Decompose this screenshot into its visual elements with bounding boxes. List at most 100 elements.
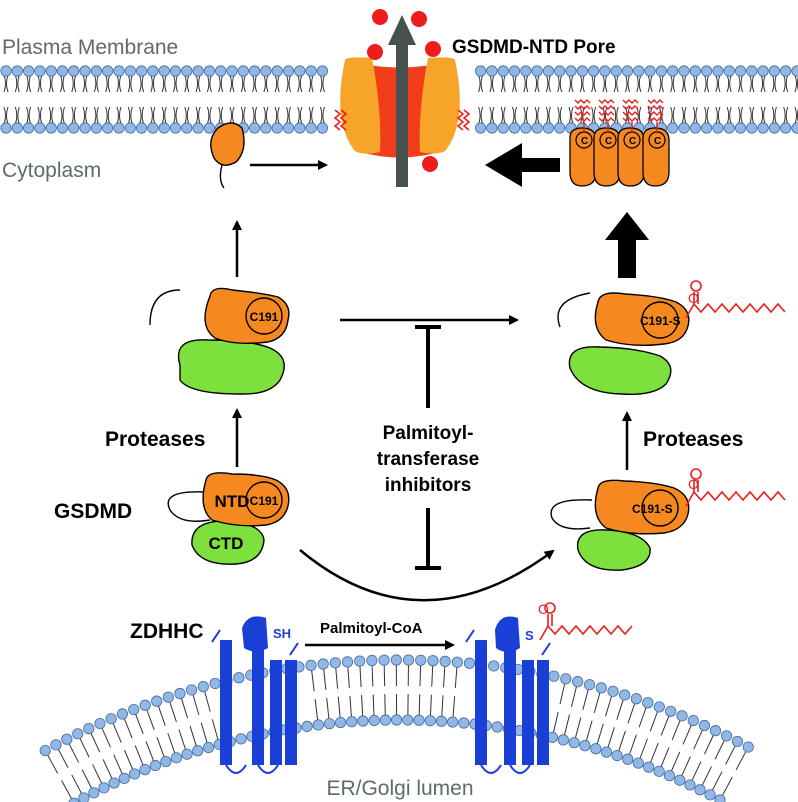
lipid-head	[463, 657, 476, 669]
lipid-head	[579, 740, 591, 752]
lipid-head	[667, 122, 679, 134]
lipid-head	[11, 65, 23, 77]
lipid-head	[23, 122, 35, 134]
lipid-head	[124, 122, 136, 134]
cleaved-palmitoylated-gsdmd-right: C191-S	[557, 292, 690, 395]
lipid-head	[136, 65, 148, 77]
lipid-head	[108, 777, 120, 789]
lipid-head	[712, 65, 724, 77]
lipid-head	[497, 65, 509, 77]
lipid-head	[557, 734, 569, 746]
lipid-head	[590, 743, 602, 755]
lipid-head	[305, 122, 317, 134]
lipid-head	[568, 737, 580, 749]
lipid-head	[271, 122, 283, 134]
lipid-head	[548, 670, 560, 682]
lipid-head	[151, 695, 163, 707]
lipid-head	[305, 659, 317, 671]
lipid-head	[684, 779, 696, 791]
lipid-head	[294, 65, 306, 77]
ntd-domain	[204, 287, 290, 345]
lipid-head	[79, 65, 91, 77]
lipid-head	[203, 122, 215, 134]
lipid-head	[734, 65, 747, 77]
gsdmd-label: GSDMD	[54, 500, 132, 523]
lipid-head	[317, 658, 329, 670]
lipid-head	[667, 65, 679, 77]
lipid-head	[235, 733, 247, 745]
lipid-head	[704, 789, 716, 801]
lipid-head	[45, 65, 57, 77]
lipid-head	[78, 792, 90, 802]
lipid-head	[390, 714, 403, 726]
lipid-head	[531, 65, 543, 77]
lipid-head	[90, 65, 103, 77]
lipid-head	[378, 654, 390, 666]
ion-dot	[367, 44, 383, 60]
lipid-head	[305, 65, 317, 77]
ion-dot	[372, 9, 388, 25]
lipid-head	[170, 752, 183, 764]
lipid-head	[611, 749, 623, 762]
lipid-head	[491, 721, 503, 733]
carbonyl-o-label: O	[538, 601, 549, 617]
lipid-head	[413, 714, 425, 726]
lipid-head	[731, 735, 744, 748]
lipid-head	[185, 684, 198, 696]
lipid-head	[124, 65, 136, 77]
lipid-head	[249, 65, 261, 77]
lipid-head	[791, 122, 798, 134]
cysteine-label: C	[605, 136, 612, 147]
lipid-head	[415, 654, 427, 666]
lipid-head	[61, 733, 73, 745]
lipid-head	[607, 685, 619, 697]
lipid-head	[458, 717, 470, 729]
sh-label: SH	[273, 626, 291, 641]
lipid-head	[192, 745, 204, 757]
lipid-head	[700, 122, 713, 134]
lipid-head	[368, 714, 380, 727]
lipid-head	[424, 715, 436, 727]
lipid-head	[181, 65, 193, 77]
lipid-head	[260, 65, 272, 77]
lipid-head	[329, 657, 341, 669]
lipid-head	[147, 122, 159, 134]
lipid-head	[768, 65, 781, 77]
lipid-head	[162, 691, 174, 703]
palmitoyl-coa-label: Palmitoyl-CoA	[320, 620, 423, 637]
lipid-head	[676, 710, 688, 722]
lipid-head	[147, 65, 159, 77]
lipid-head	[587, 65, 600, 77]
lipid-head	[202, 741, 215, 754]
lipid-head	[102, 65, 114, 77]
lipid-head	[197, 681, 209, 693]
lipid-head	[169, 65, 182, 77]
lipid-head	[583, 679, 596, 691]
pore-label: GSDMD-NTD Pore	[452, 37, 616, 58]
lipid-head	[34, 122, 46, 134]
lipid-head	[576, 65, 588, 77]
lipid-head	[653, 701, 665, 713]
lipid-head	[282, 65, 295, 77]
lipid-head	[113, 122, 125, 134]
lipid-head	[757, 122, 769, 134]
lipid-head	[780, 122, 792, 134]
efflux-arrow	[388, 15, 416, 45]
lipid-head	[595, 682, 607, 694]
lipid-head	[83, 723, 95, 735]
lipid-head	[79, 122, 91, 134]
lipid-head	[88, 787, 100, 799]
inhibition-bar-bottom	[415, 508, 441, 570]
lipid-head	[102, 122, 114, 134]
lipid-head	[0, 65, 12, 77]
lipid-head	[271, 65, 283, 77]
er-golgi-lumen-label: ER/Golgi lumen	[326, 777, 473, 800]
lipid-head	[149, 759, 161, 772]
lipid-head	[316, 65, 328, 77]
cysteine-label: C	[581, 136, 588, 147]
inhibitor-label-line3: inhibitors	[385, 475, 472, 496]
ctd-domain	[568, 346, 672, 395]
ctd-domain	[191, 520, 265, 565]
lipid-head	[508, 122, 521, 134]
